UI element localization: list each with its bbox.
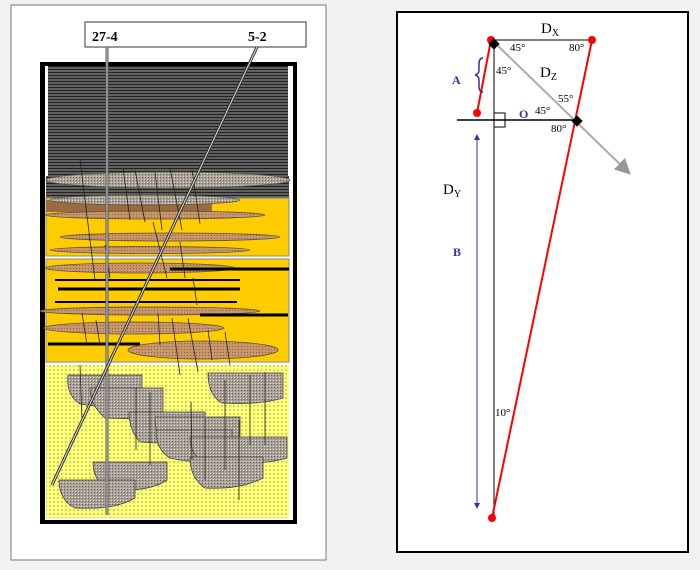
dx-label: DX [541,21,560,39]
angle-bottom-80: 80° [551,123,566,135]
well-label-27-4: 27-4 [92,30,118,45]
dz-arrow [493,41,631,175]
dz-label: DZ [540,65,557,83]
fracture-lines [79,159,266,500]
dy-label: DY [443,182,461,200]
panel-frame-right [396,11,689,553]
gravel-bodies [58,372,288,509]
angle-55: 55° [558,93,573,105]
upper-red-line [476,39,492,114]
point-a-bottom [473,109,481,117]
sand-lenses [39,171,291,360]
b-label: B [453,245,461,259]
a-brace [474,57,484,93]
o-label: O [519,107,528,121]
right-angle-marker [493,112,506,128]
point-bottom [488,514,496,522]
angle-top-right: 80° [569,42,584,54]
angle-10: 10° [495,407,510,419]
well-label-5-2: 5-2 [248,30,267,45]
angle-top-left: 45° [510,42,525,54]
angle-left-vertical: 45° [496,65,511,77]
well-5-2-trajectory [50,46,259,486]
angle-o-45: 45° [535,105,550,117]
shale-layer [48,66,288,176]
well-label-box [84,21,307,48]
diamond-top [488,38,500,50]
geometry-panel: DX DZ DY A B O 45° 80° 45° 55° 45° 80° 1… [396,11,689,553]
point-top-right [588,36,596,44]
shale-streaks [48,267,289,346]
cross-section-panel: 27-4 5-2 [10,4,327,561]
a-label: A [452,73,461,87]
